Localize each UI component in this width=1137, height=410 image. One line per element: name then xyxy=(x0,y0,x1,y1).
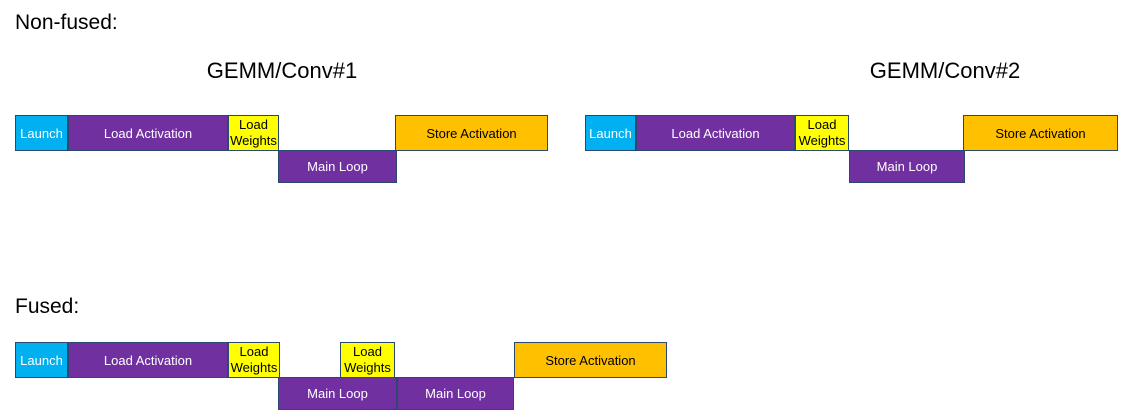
section-label-fused: Fused: xyxy=(15,295,80,318)
bar-main-loop-g1: Main Loop xyxy=(278,150,397,183)
bar-launch-g1: Launch xyxy=(15,115,68,151)
bar-load-activation-g2: Load Activation xyxy=(636,115,795,151)
bar-load-weights-g2: Load Weights xyxy=(795,115,849,151)
bar-store-activation-g2: Store Activation xyxy=(963,115,1118,151)
bar-load-activation-fused: Load Activation xyxy=(68,342,228,378)
bar-load-weights-g1: Load Weights xyxy=(228,115,279,151)
bar-load-activation-g1: Load Activation xyxy=(68,115,228,151)
bar-store-activation-g1: Store Activation xyxy=(395,115,548,151)
bar-main-loop-fused-1: Main Loop xyxy=(278,377,397,410)
bar-load-weights-fused-2: Load Weights xyxy=(340,342,395,378)
group-title-gemm-conv-2: GEMM/Conv#2 xyxy=(869,58,1021,83)
bar-main-loop-g2: Main Loop xyxy=(849,150,965,183)
bar-launch-g2: Launch xyxy=(585,115,636,151)
bar-launch-fused: Launch xyxy=(15,342,68,378)
bar-store-activation-fused: Store Activation xyxy=(514,342,667,378)
section-label-non-fused: Non-fused: xyxy=(15,11,118,34)
bar-load-weights-fused-1: Load Weights xyxy=(228,342,280,378)
group-title-gemm-conv-1: GEMM/Conv#1 xyxy=(206,58,358,83)
bar-main-loop-fused-2: Main Loop xyxy=(397,377,514,410)
